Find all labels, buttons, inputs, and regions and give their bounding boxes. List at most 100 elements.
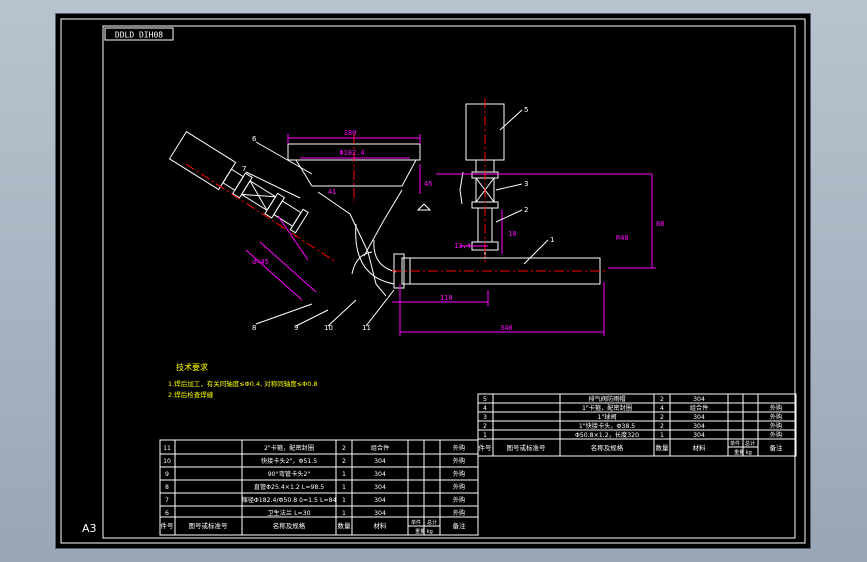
table-cell-material: 304 [374,458,386,465]
table-cell-material: 组合件 [690,404,709,412]
lt-h-note: 备注 [453,521,467,530]
y-body-left [317,191,387,297]
table-cell-qty: 2 [660,396,664,403]
lt-h-weight: 重量 kg [415,528,433,535]
centerlines [185,98,608,272]
dim-small-left: 13.4 [454,242,471,250]
table-cell-name: 1"快接卡头，Φ38.5 [579,422,635,430]
pipe-assembly [168,103,601,297]
rt-h-unit: 单件 [730,440,740,447]
dim-side-small: 10 [508,230,516,238]
table-cell-no: 9 [165,471,169,478]
lt-h-code: 图号或标准号 [189,521,229,530]
table-cell-note: 外购 [453,444,465,452]
table-cell-qty: 1 [342,484,346,491]
table-cell-note: 外购 [770,404,782,412]
side-fitting [459,171,464,205]
drawing-code-box [104,27,174,41]
rt-h-material: 材料 [693,443,707,452]
dimension-lines [245,134,656,336]
drawing-canvas[interactable]: DDLD DIH08 [56,14,810,548]
table-cell-material: 304 [374,471,386,478]
dim-bottom-offset: 110 [440,294,453,302]
table-cell-name: 缩径Φ182.4/Φ50.8 δ=1.5 L=84 [242,496,337,504]
lt-h-material: 材料 [374,521,388,530]
lt-h-no: 件号 [161,521,175,530]
dim-right-height: 88 [656,220,664,228]
table-cell-qty: 1 [342,497,346,504]
y-body-right [363,189,403,257]
bend-outer [355,223,395,285]
table-cell-name: 排气阀防雨帽 [588,395,625,403]
table-cell-no: 10 [163,458,171,465]
table-cell-material: 组合件 [371,444,390,452]
table-cell-name: 直管Φ25.4×1.2 L=98.5 [254,483,324,491]
engineering-drawing: DDLD DIH08 [60,18,806,544]
drawing-code: DDLD DIH08 [115,31,163,40]
table-cell-no: 8 [165,484,169,491]
dim-top-width: 180 [344,129,357,137]
lt-h-unit: 单件 [411,519,421,526]
table-cell-no: 7 [165,497,169,504]
table-cell-qty: 1 [342,471,346,478]
callout-1: 1 [550,236,554,244]
table-cell-qty: 2 [660,414,664,421]
table-cell-name: 2"卡箍，配密封圈 [264,444,314,452]
inner-bend [351,251,373,275]
table-cell-material: 304 [693,414,705,421]
table-cell-name: 卫生法兰 L=30 [267,509,310,517]
bend-inner [373,239,397,273]
table-cell-no: 3 [483,414,487,421]
table-cell-material: 304 [374,484,386,491]
table-cell-qty: 1 [342,510,346,517]
callout-7: 7 [242,165,246,173]
callout-2: 2 [524,206,528,214]
table-cell-no: 2 [483,423,487,430]
rt-h-no: 件号 [479,443,493,452]
callout-10: 10 [324,324,333,332]
table-cell-material: 304 [374,497,386,504]
table-cell-no: 1 [483,432,487,439]
tech-req-title: 技术要求 [176,362,208,372]
table-cell-qty: 4 [660,405,664,412]
table-cell-note: 外购 [453,470,465,478]
table-cell-name: 1"球阀 [597,413,616,421]
table-cell-qty: 2 [660,423,664,430]
callout-3: 3 [524,180,528,188]
table-cell-material: 304 [693,432,705,439]
table-cell-note: 外购 [453,496,465,504]
dim-misc-a: 41 [328,188,336,196]
outer-frame [60,18,806,544]
table-cell-note: 外购 [453,483,465,491]
callout-9: 9 [294,324,298,332]
table-cell-no: 11 [163,445,171,452]
hopper-body [295,159,417,187]
lt-h-total: 总计 [427,519,437,526]
inner-frame [102,25,796,539]
lt-h-qty: 数量 [338,521,352,530]
parts-table-left [159,439,479,536]
table-cell-name: 快接卡头2"，Φ51.5 [261,457,317,465]
inclined-branch [168,130,309,234]
table-cell-note: 外购 [453,457,465,465]
tech-req-line-2: 2.焊后检查焊缝 [168,390,214,399]
rt-h-note: 备注 [770,443,784,452]
table-cell-no: 4 [483,405,487,412]
rt-h-weight: 重量 kg [734,449,752,456]
table-cell-note: 外购 [453,509,465,517]
callout-8: 8 [252,324,256,332]
table-cell-qty: 2 [342,458,346,465]
parts-table-right [477,393,797,457]
rt-h-name: 名称及规格 [591,443,624,452]
table-cell-qty: 2 [342,445,346,452]
rt-h-qty: 数量 [656,443,670,452]
table-cell-note: 外购 [770,422,782,430]
actuator-cylinder-left [168,130,237,191]
table-cell-note: 外购 [770,413,782,421]
table-cell-material: 304 [693,396,705,403]
table-cell-note: 外购 [770,431,782,439]
table-cell-name: Φ50.8×1.2，长度320 [575,431,639,439]
dim-angle: 45 [424,180,432,188]
